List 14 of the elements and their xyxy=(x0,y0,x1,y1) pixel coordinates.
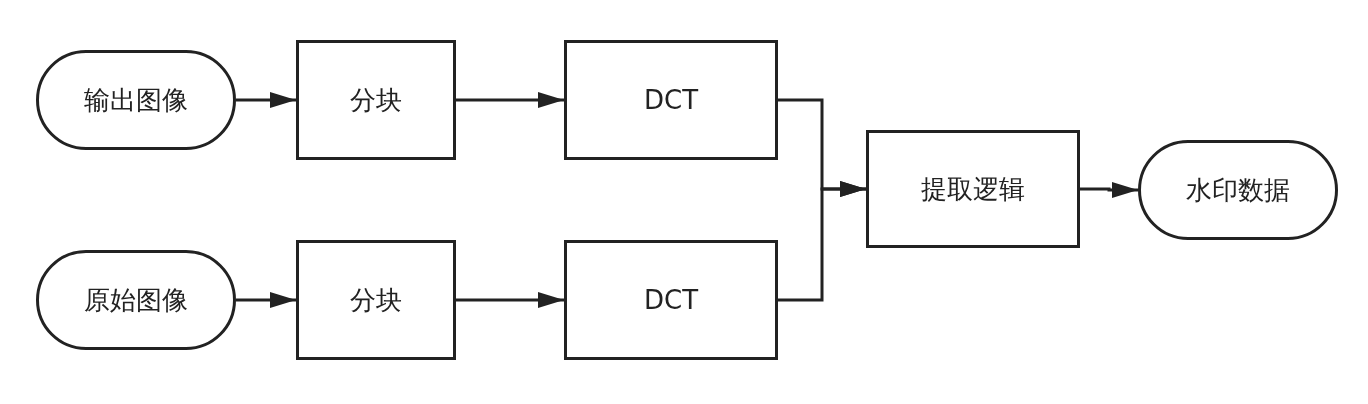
arrow xyxy=(456,92,564,108)
process-box: 分块 xyxy=(296,40,456,160)
process-box: DCT xyxy=(564,240,778,360)
arrow xyxy=(236,92,296,108)
arrow xyxy=(778,181,866,302)
arrow xyxy=(1080,182,1138,198)
terminal-box: 原始图像 xyxy=(36,250,236,350)
process-box: 提取逻辑 xyxy=(866,130,1080,248)
arrow xyxy=(236,292,296,308)
process-box: DCT xyxy=(564,40,778,160)
process-box: 分块 xyxy=(296,240,456,360)
arrow xyxy=(456,292,564,308)
terminal-box: 水印数据 xyxy=(1138,140,1338,240)
terminal-box: 输出图像 xyxy=(36,50,236,150)
